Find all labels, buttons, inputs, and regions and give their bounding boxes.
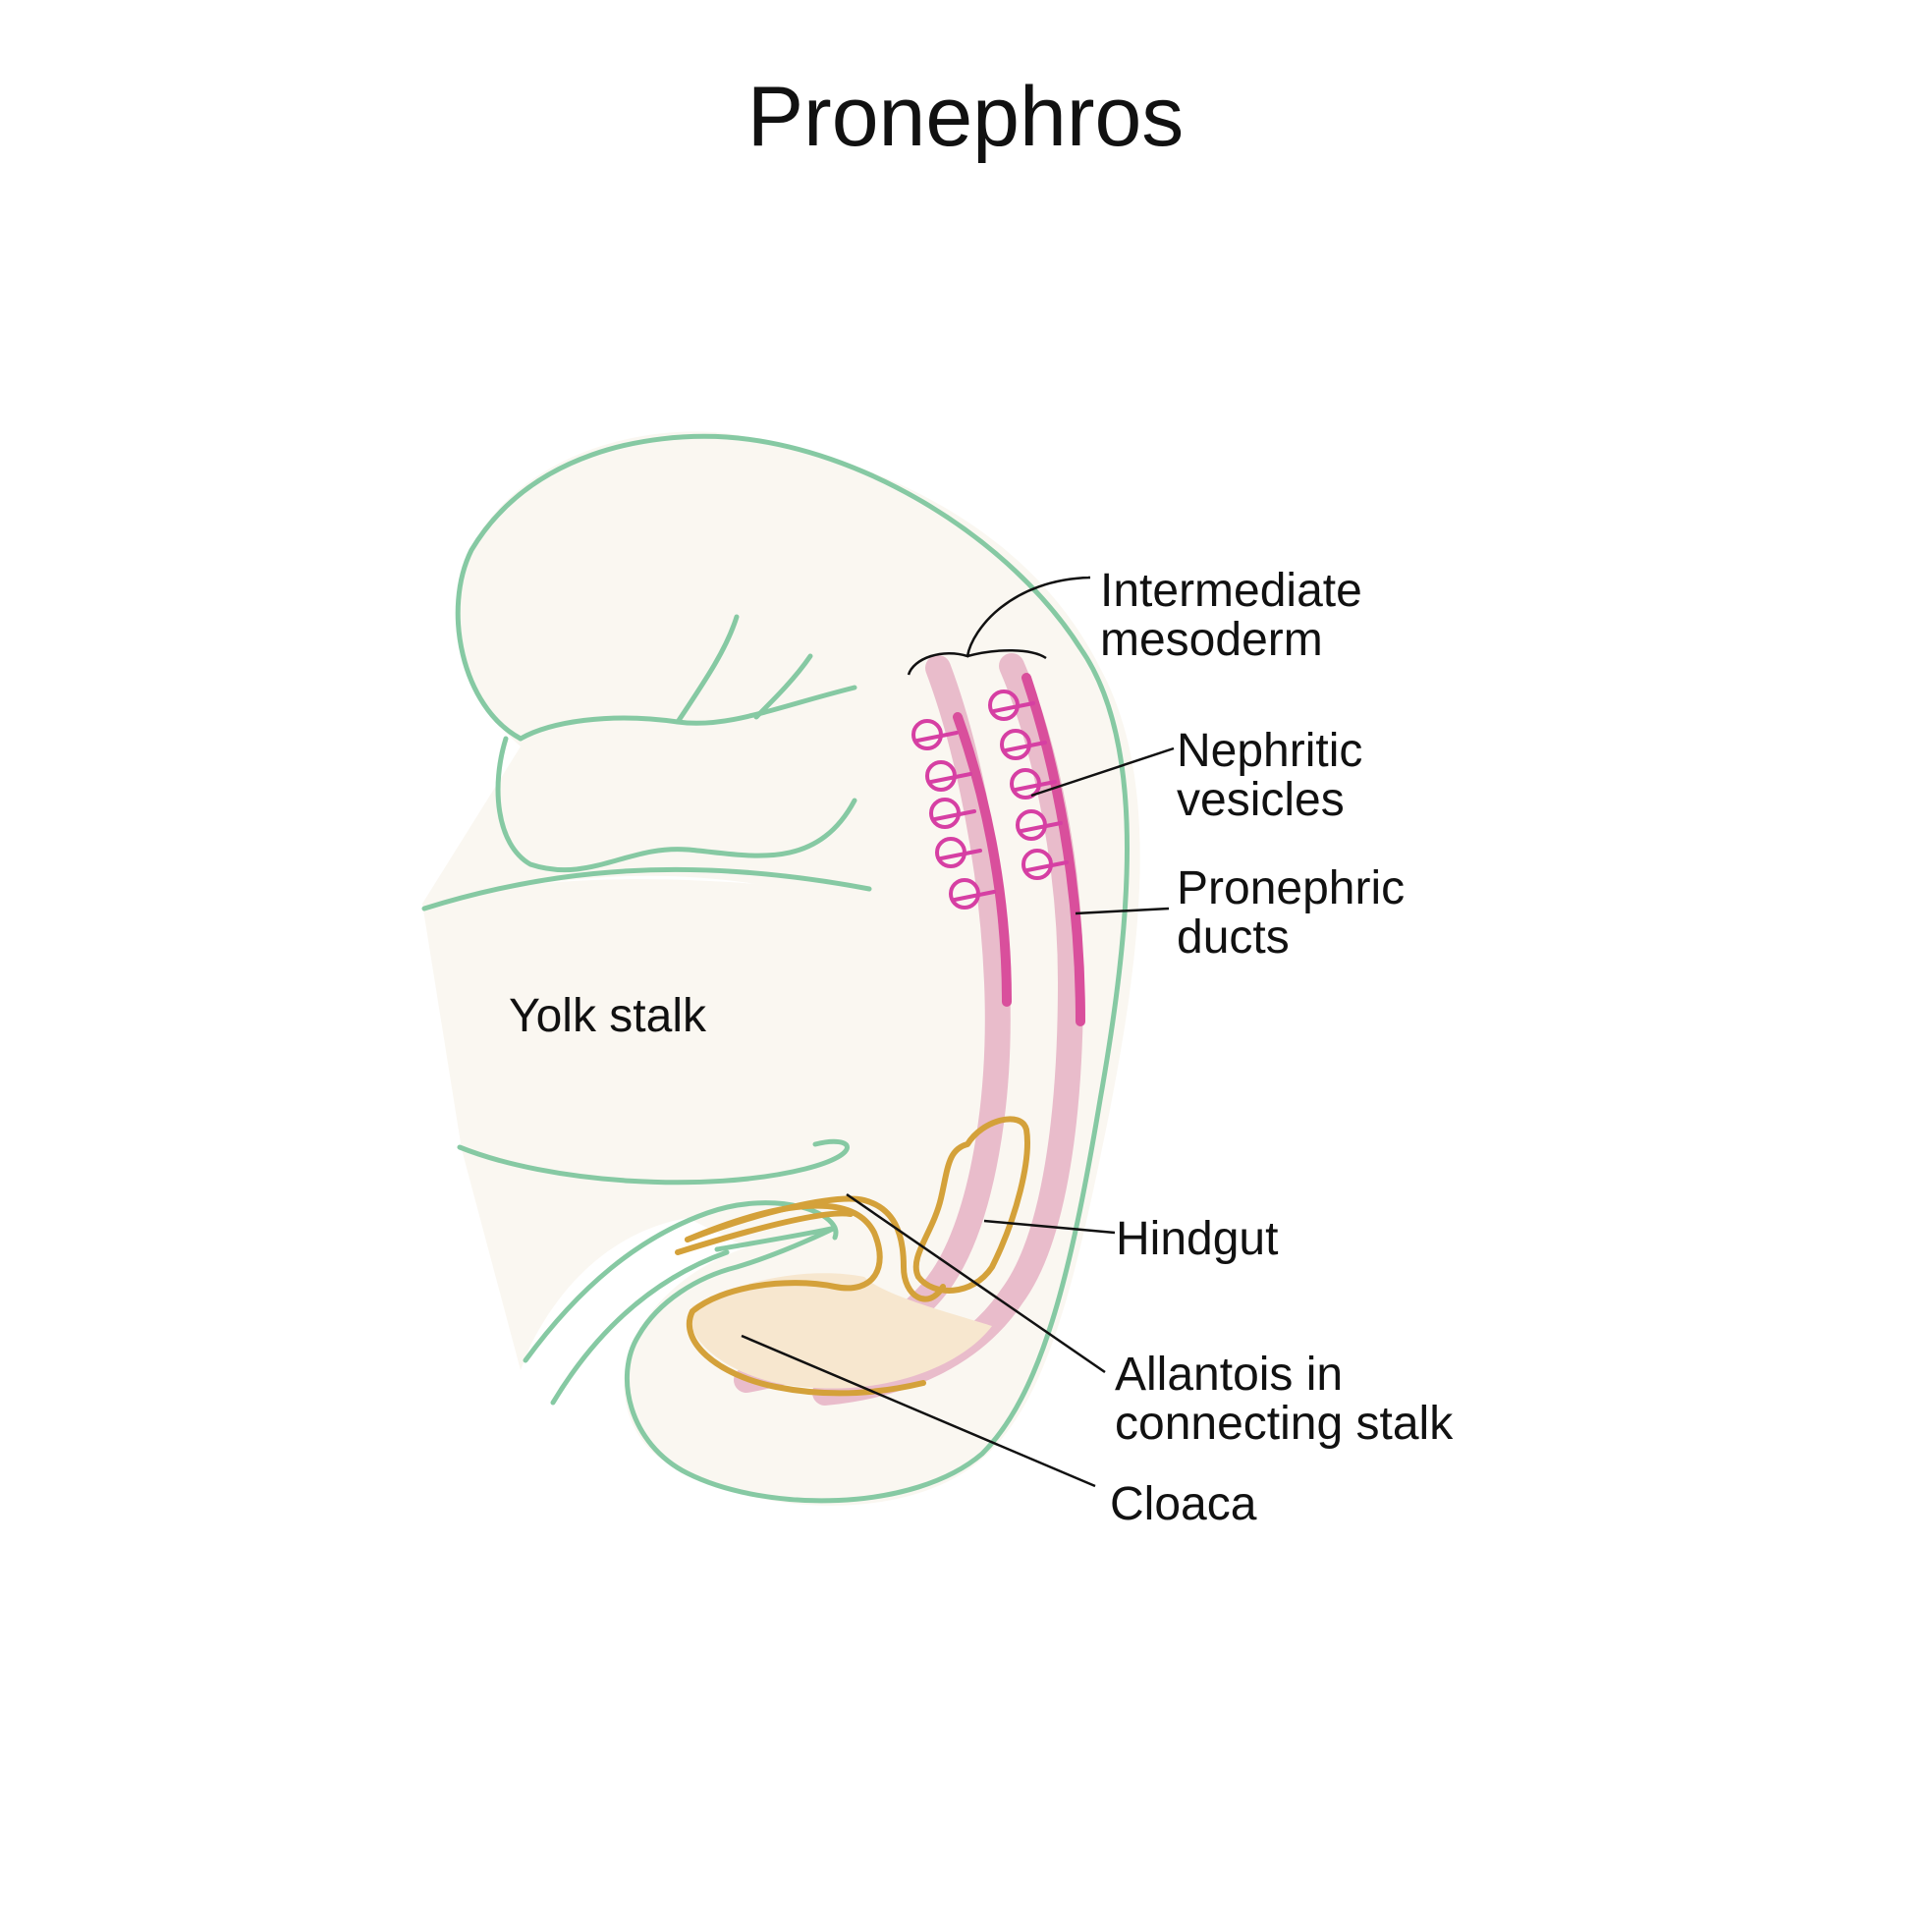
nephritic-vesicles [911, 690, 1069, 910]
diagram-title: Pronephros [747, 70, 1185, 164]
duct-left [953, 712, 1012, 1007]
label-intermediate-mesoderm-line2: mesoderm [1100, 614, 1323, 666]
pronephric-ducts [953, 673, 1085, 1026]
nephritic-vesicle-stalk-right-4 [1020, 821, 1063, 833]
label-intermediate-mesoderm-line1: Intermediate [1100, 565, 1362, 617]
leader-cloaca [741, 1334, 1096, 1488]
label-cloaca: Cloaca [1110, 1478, 1257, 1530]
label-intermediate-mesoderm: Intermediate mesoderm [1100, 565, 1375, 666]
labels: Intermediate mesoderm Nephritic vesicles… [509, 565, 1454, 1530]
nephritic-vesicle-stalk-left-2 [929, 772, 972, 784]
label-allantois: Allantois in connecting stalk [1115, 1349, 1454, 1450]
leader-allantois [846, 1192, 1106, 1374]
nephritic-vesicle-stalk-right-1 [992, 701, 1035, 713]
embryo-outline-head [455, 433, 1130, 1504]
label-pronephric-ducts-line2: ducts [1177, 911, 1290, 964]
nephritic-vesicle-stalk-left-3 [933, 809, 976, 821]
label-yolk-stalk: Yolk stalk [509, 990, 707, 1042]
head-fold-2 [753, 653, 813, 720]
intermediate-mesoderm-bracket [907, 576, 1091, 676]
cloaca-fill [690, 1273, 992, 1389]
label-hindgut: Hindgut [1116, 1213, 1278, 1265]
nephritic-vesicle-stalk-right-3 [1014, 780, 1057, 792]
label-pronephric-ducts: Pronephric ducts [1177, 862, 1417, 964]
label-nephritic-vesicles-line1: Nephritic [1177, 725, 1362, 777]
head-fold-1 [675, 614, 740, 725]
nephritic-vesicle-stalk-left-4 [939, 849, 982, 860]
allantois [685, 1195, 946, 1302]
head-lower [495, 736, 857, 873]
hindgut [912, 1116, 1030, 1294]
label-pronephric-ducts-line1: Pronephric [1177, 862, 1405, 914]
label-nephritic-vesicles: Nephritic vesicles [1177, 725, 1376, 826]
nephritic-vesicle-stalk-left-1 [915, 731, 959, 743]
allantois-inner [675, 1210, 854, 1255]
gut-structures [675, 1116, 1030, 1397]
label-allantois-line1: Allantois in [1115, 1349, 1343, 1401]
yolk-stalk-top [421, 866, 872, 911]
leader-lines [741, 746, 1175, 1488]
label-nephritic-vesicles-line2: vesicles [1177, 774, 1345, 826]
leader-nephritic-vesicles [1030, 746, 1175, 798]
leader-hindgut [983, 1219, 1116, 1235]
nephritic-vesicle-stalk-left-5 [953, 890, 996, 902]
yolk-stalk-bottom [457, 1138, 850, 1186]
label-allantois-line2: connecting stalk [1115, 1398, 1454, 1450]
duct-right [1021, 673, 1085, 1026]
connecting-stalk-inner [550, 1249, 730, 1406]
nephritic-vesicle-stalk-right-2 [1004, 741, 1047, 752]
nephritic-vesicle-stalk-right-5 [1025, 860, 1069, 872]
leader-pronephric-ducts [1075, 907, 1170, 915]
